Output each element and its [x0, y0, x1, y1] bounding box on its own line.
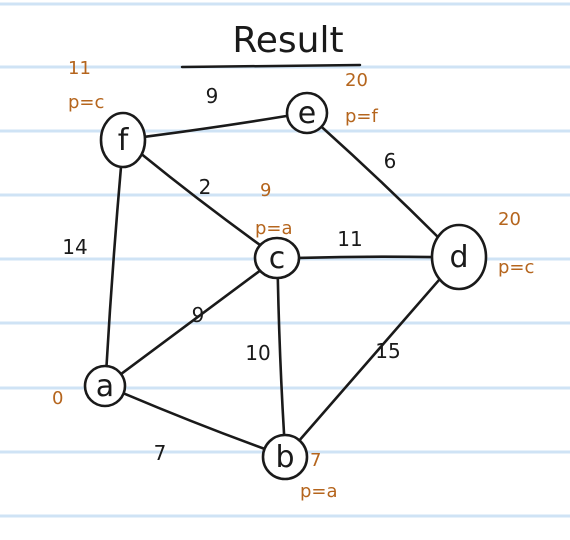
- node-f-distance: 11: [68, 58, 91, 79]
- node-f-circle: [99, 111, 147, 169]
- node-a: a: [83, 364, 127, 408]
- edge-a-c: [119, 269, 262, 376]
- node-a-distance: 0: [52, 388, 63, 409]
- edge-weight-f-e: 9: [206, 84, 219, 108]
- node-b-distance: 7: [310, 450, 321, 471]
- edge-f-a: [105, 165, 123, 368]
- node-b-predecessor: p=a: [300, 481, 338, 502]
- node-f: f: [99, 111, 147, 169]
- node-annotations: 11 p=c 20 p=f 9 p=a 20 p=c 0 7 p=a: [52, 58, 534, 502]
- edge-weights: 9 6 2 11 14 9 10 15 7: [62, 84, 400, 465]
- edge-d-b: [298, 278, 441, 442]
- edge-f-c: [140, 153, 262, 247]
- edge-c-d: [297, 255, 434, 260]
- edge-weight-a-c: 9: [192, 303, 205, 327]
- node-d-circle: [430, 223, 488, 291]
- edge-weight-e-d: 6: [384, 149, 397, 173]
- node-d-label: d: [449, 240, 468, 275]
- node-c-label: c: [269, 241, 286, 276]
- edge-c-b: [276, 276, 286, 437]
- edge-f-e: [143, 114, 289, 139]
- node-a-circle: [83, 364, 127, 408]
- diagram-title: Result: [232, 20, 343, 61]
- node-e-circle: [285, 91, 329, 135]
- edge-weight-a-b: 7: [154, 441, 167, 465]
- node-b: b: [261, 433, 309, 481]
- node-e-label: e: [298, 96, 316, 131]
- title-underline: [180, 63, 362, 69]
- node-e-distance: 20: [345, 70, 368, 91]
- node-e-predecessor: p=f: [345, 106, 379, 127]
- edge-weight-d-b: 15: [375, 339, 400, 363]
- edge-weight-c-d: 11: [337, 227, 362, 251]
- nodes: f e c d a b: [83, 91, 488, 481]
- node-d-distance: 20: [498, 209, 521, 230]
- edge-a-b: [122, 392, 266, 451]
- node-c-distance: 9: [260, 180, 271, 201]
- node-c: c: [253, 236, 301, 280]
- node-c-circle: [253, 236, 301, 280]
- edge-weight-f-c: 2: [199, 175, 212, 199]
- edge-weight-f-a: 14: [62, 235, 87, 259]
- node-f-predecessor: p=c: [68, 92, 104, 113]
- edge-e-d: [320, 125, 440, 239]
- node-c-predecessor: p=a: [255, 218, 293, 239]
- node-f-label: f: [118, 123, 130, 158]
- node-e: e: [285, 91, 329, 135]
- edge-weight-c-b: 10: [245, 341, 270, 365]
- node-d: d: [430, 223, 488, 291]
- node-b-circle: [261, 433, 309, 481]
- node-a-label: a: [96, 369, 114, 404]
- node-b-label: b: [275, 440, 294, 475]
- edges: [105, 114, 441, 451]
- title-block: Result: [180, 20, 362, 69]
- node-d-predecessor: p=c: [498, 257, 534, 278]
